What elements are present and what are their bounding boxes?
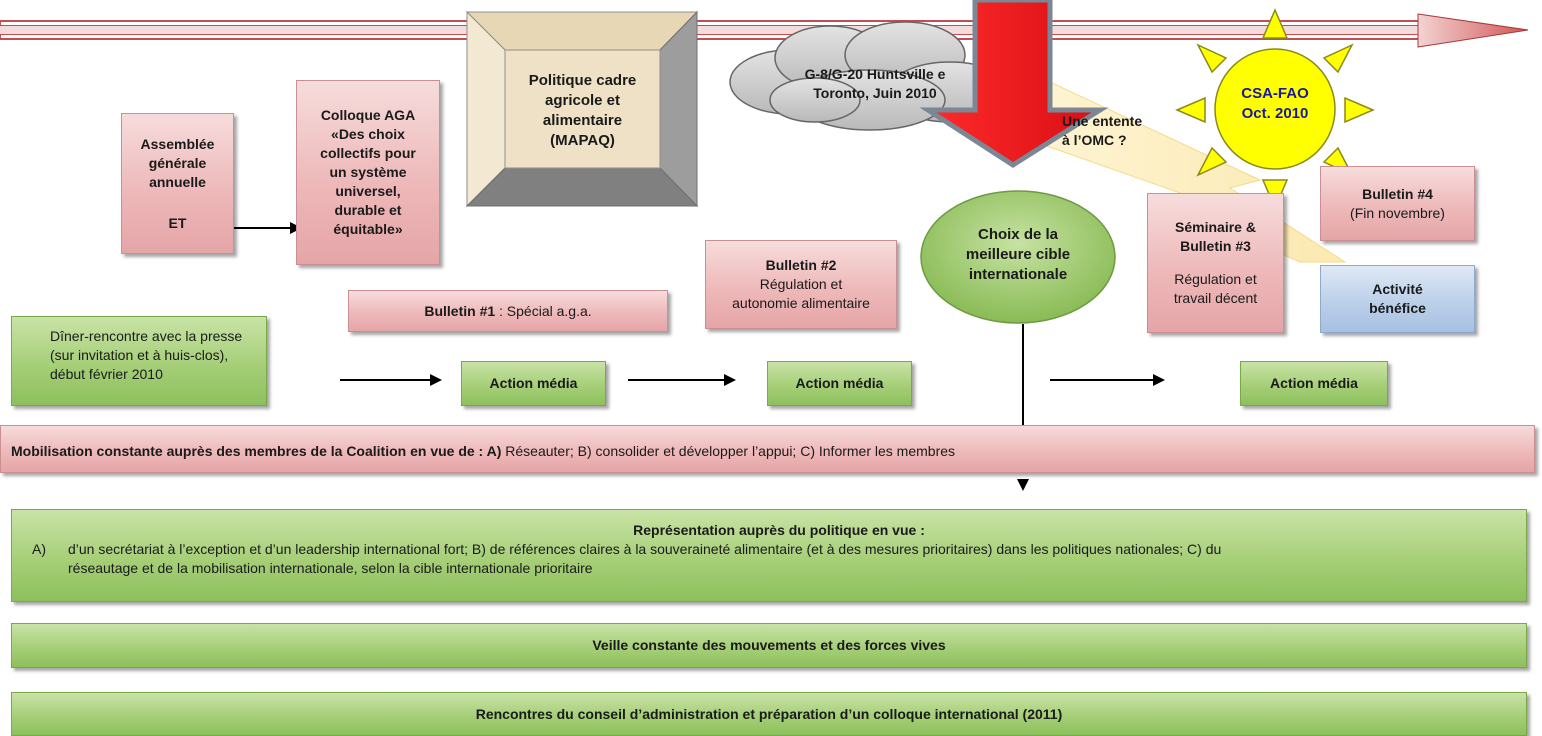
- sun-icon: [1175, 8, 1375, 210]
- assemblee-box: Assemblée générale annuelle ET: [121, 113, 234, 254]
- rencontres-bar: Rencontres du conseil d’administration e…: [11, 692, 1527, 736]
- choix-oval: [920, 190, 1116, 324]
- action-media-2: Action média: [767, 361, 912, 406]
- omc-label: Une entente à l’OMC ?: [1062, 113, 1143, 148]
- action-media-1: Action média: [461, 361, 606, 406]
- bulletin2-box: Bulletin #2 Régulation et autonomie alim…: [705, 240, 897, 329]
- g8-cloud-label: G-8/G-20 Huntsville e Toronto, Juin 2010: [804, 66, 946, 101]
- csa-fao-label: CSA-FAO Oct. 2010: [1241, 85, 1309, 122]
- arrowheads: [290, 222, 1165, 491]
- mobilisation-bar: Mobilisation constante auprès des membre…: [0, 425, 1535, 473]
- politique-label: Politique cadre agricole et alimentaire …: [528, 71, 637, 149]
- representation-title: Représentation auprès du politique en vu…: [633, 522, 925, 538]
- representation-bar: Représentation auprès du politique en vu…: [11, 509, 1527, 602]
- veille-bar: Veille constante des mouvements et des f…: [11, 623, 1527, 668]
- activite-box: Activité bénéfice: [1320, 265, 1475, 333]
- representation-line1: d’un secrétariat à l’exception et d’un l…: [68, 541, 1222, 557]
- red-down-arrow: [919, 0, 1109, 168]
- bulletin4-box: Bulletin #4 (Fin novembre): [1320, 166, 1475, 241]
- bulletin1-box: Bulletin #1 : Spécial a.g.a.: [348, 290, 668, 332]
- action-media-3: Action média: [1240, 361, 1388, 406]
- cloud-shape: [729, 21, 1013, 131]
- representation-marker: A): [32, 541, 46, 557]
- timeline-arrow: [0, 13, 1529, 48]
- politique-frame: [465, 10, 699, 208]
- choix-label: Choix de la meilleure cible internationa…: [965, 226, 1071, 283]
- representation-line2: réseautage et de la mobilisation interna…: [68, 560, 593, 576]
- seminaire-box: Séminaire & Bulletin #3 Régulation et tr…: [1147, 193, 1284, 333]
- colloque-box: Colloque AGA «Des choix collectifs pour …: [296, 80, 440, 265]
- connectors: [232, 227, 1155, 448]
- diner-box: Dîner-rencontre avec la presse (sur invi…: [11, 316, 267, 406]
